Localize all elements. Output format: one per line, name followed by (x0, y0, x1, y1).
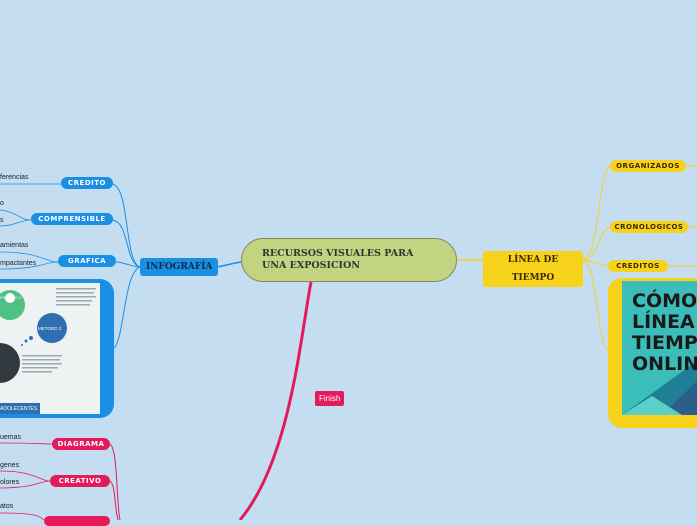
topic-infografia[interactable]: INFOGRAFÍA (140, 258, 219, 276)
infografia-illustration (0, 288, 96, 414)
finish-button[interactable]: Finish (315, 391, 345, 406)
linea-image-line3: TIEMP (632, 332, 697, 354)
subtopic-comprensible[interactable]: COMPRENSIBLE (31, 213, 113, 225)
infografia-footer-label: ADOLECENTES (0, 406, 38, 412)
subtopic-creditos[interactable]: CREDITOS (608, 260, 668, 272)
leaf-uemas[interactable]: uemas (0, 434, 22, 441)
infografia-circle1-label: ESTUDIO 1 (0, 295, 22, 300)
infografia-circle2-label: METODO 2 (38, 326, 62, 331)
topic-linea-de-tiempo[interactable]: LÍNEA DE TIEMPO (483, 251, 583, 287)
leaf-amientas[interactable]: amientas (0, 242, 29, 249)
linea-image-line4: ONLIN (632, 353, 697, 375)
central-topic-line2: UNA EXPOSICION (262, 260, 360, 271)
subtopic-organizados[interactable]: ORGANIZADOS (610, 160, 686, 172)
central-topic[interactable]: RECURSOS VISUALES PARA UNA EXPOSICION (241, 238, 457, 282)
leaf-o[interactable]: o (0, 200, 4, 207)
linea-image-title: CÓMO LÍNEA TIEMP ONLIN (632, 291, 697, 375)
leaf-atos[interactable]: atos (0, 503, 14, 510)
leaf-s[interactable]: s (0, 217, 4, 224)
linea-image-line1: CÓMO (632, 290, 697, 312)
central-topic-line1: RECURSOS VISUALES PARA (262, 248, 414, 259)
subtopic-diagrama[interactable]: DIAGRAMA (52, 438, 110, 450)
subtopic-pink-partial[interactable] (44, 516, 110, 526)
leaf-mpactantes[interactable]: mpactantes (0, 260, 37, 267)
leaf-genes[interactable]: genes (0, 462, 20, 469)
linea-image: CÓMO LÍNEA TIEMP ONLIN (622, 281, 697, 415)
subtopic-grafica[interactable]: GRAFICA (58, 255, 116, 267)
subtopic-credito[interactable]: CREDITO (61, 177, 113, 189)
linea-image-line2: LÍNEA (632, 311, 695, 333)
subtopic-cronologicos[interactable]: CRONOLOGICOS (610, 221, 688, 233)
leaf-olores[interactable]: olores (0, 479, 20, 486)
linea-illustration (622, 361, 697, 415)
leaf-ferencias[interactable]: ferencias (0, 174, 29, 181)
infografia-image: ESTUDIO 1 METODO 2 ADOLECENTES (0, 283, 100, 414)
subtopic-creativo[interactable]: CREATIVO (50, 475, 110, 487)
